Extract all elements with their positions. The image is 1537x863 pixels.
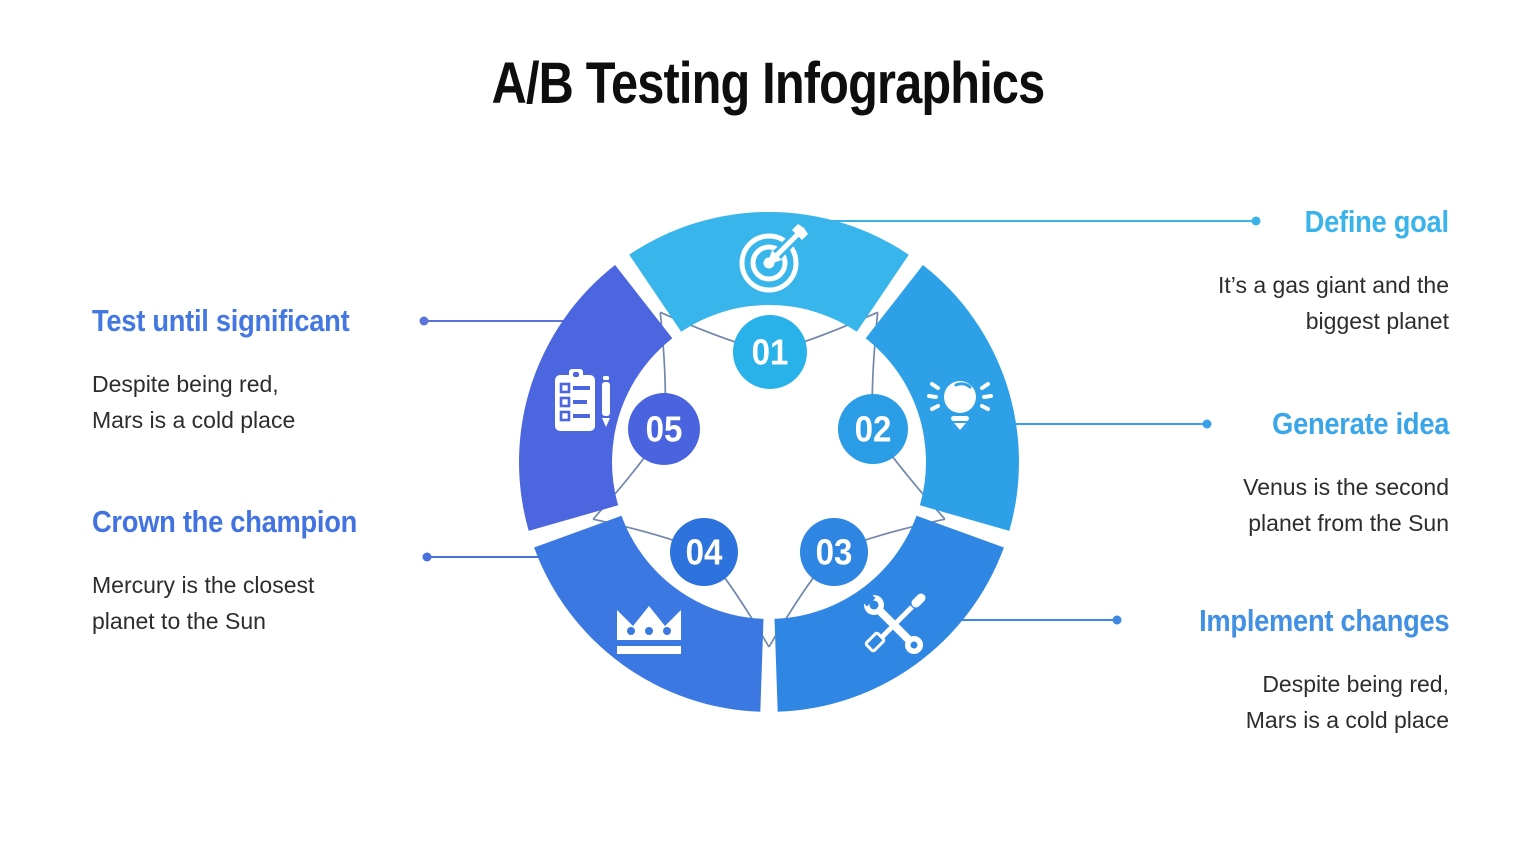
description-line: Mercury is the closest bbox=[92, 572, 315, 598]
connector-dot bbox=[422, 552, 432, 562]
page-title: A/B Testing Infographics bbox=[0, 50, 1537, 117]
connector-define-goal bbox=[780, 216, 1261, 226]
connector-dot bbox=[1202, 419, 1212, 429]
page-title-text: A/B Testing Infographics bbox=[492, 51, 1046, 116]
step-label-test-until-significant: Test until significant bbox=[92, 303, 492, 339]
segment-02-generate-idea bbox=[865, 265, 1019, 531]
step-label-generate-idea: Generate idea bbox=[1049, 406, 1449, 442]
connector-implement-changes bbox=[940, 615, 1122, 625]
step-description-define-goal: It’s a gas giant and the biggest planet bbox=[1049, 267, 1449, 339]
segment-05-test-until-significant bbox=[519, 265, 673, 531]
step-block-generate-idea: Generate idea Venus is the second planet… bbox=[1049, 406, 1449, 541]
step-badge-02-number: 02 bbox=[855, 410, 892, 450]
crown-icon bbox=[617, 606, 681, 654]
step-block-test-until-significant: Test until significant Despite being red… bbox=[92, 303, 492, 438]
step-label-define-goal: Define goal bbox=[1049, 204, 1449, 240]
description-line: Mars is a cold place bbox=[1245, 707, 1449, 733]
step-block-implement-changes: Implement changes Despite being red, Mar… bbox=[1049, 603, 1449, 738]
step-badge-04 bbox=[670, 518, 738, 586]
step-block-define-goal: Define goal It’s a gas giant and the big… bbox=[1049, 204, 1449, 339]
segment-03-implement-changes bbox=[774, 515, 1004, 712]
lightbulb-icon bbox=[927, 381, 993, 430]
step-label-crown-the-champion: Crown the champion bbox=[92, 504, 492, 540]
step-description-crown-the-champion: Mercury is the closest planet to the Sun bbox=[92, 567, 492, 639]
step-badge-01 bbox=[733, 315, 807, 389]
step-description-test-until-significant: Despite being red, Mars is a cold place bbox=[92, 366, 492, 438]
step-badge-05-number: 05 bbox=[646, 410, 683, 450]
connector-generate-idea bbox=[990, 419, 1212, 429]
step-description-implement-changes: Despite being red, Mars is a cold place bbox=[1049, 666, 1449, 738]
target-icon bbox=[739, 224, 808, 293]
step-badge-03 bbox=[800, 518, 868, 586]
step-label-text: Crown the champion bbox=[92, 504, 358, 539]
description-line: Venus is the second bbox=[1243, 474, 1449, 500]
step-description-generate-idea: Venus is the second planet from the Sun bbox=[1049, 469, 1449, 541]
description-line: Mars is a cold place bbox=[92, 407, 296, 433]
wheel-group: 01 02 03 04 05 bbox=[519, 211, 1019, 712]
step-badge-05 bbox=[628, 393, 700, 465]
tools-icon bbox=[858, 589, 926, 654]
step-label-text: Generate idea bbox=[1271, 406, 1449, 441]
description-line: Despite being red, bbox=[1262, 671, 1449, 697]
step-badge-02 bbox=[838, 394, 908, 464]
step-block-crown-the-champion: Crown the champion Mercury is the closes… bbox=[92, 504, 492, 639]
connector-dot bbox=[419, 316, 429, 326]
clipboard-icon bbox=[555, 369, 610, 431]
step-label-text: Implement changes bbox=[1198, 603, 1449, 638]
step-label-text: Test until significant bbox=[92, 303, 350, 338]
description-line: Despite being red, bbox=[92, 371, 279, 397]
description-line: planet from the Sun bbox=[1248, 510, 1449, 536]
connector-dot bbox=[1251, 216, 1261, 226]
connector-test-until-significant bbox=[419, 316, 590, 326]
segment-01-define-goal bbox=[629, 211, 909, 332]
step-label-implement-changes: Implement changes bbox=[1049, 603, 1449, 639]
step-badge-03-number: 03 bbox=[816, 533, 853, 573]
description-line: planet to the Sun bbox=[92, 608, 266, 634]
step-badges: 01 02 03 04 05 bbox=[628, 315, 908, 586]
step-badge-01-number: 01 bbox=[752, 333, 789, 373]
description-line: biggest planet bbox=[1305, 308, 1449, 334]
step-label-text: Define goal bbox=[1304, 204, 1449, 239]
step-badge-04-number: 04 bbox=[686, 533, 724, 573]
description-line: It’s a gas giant and the bbox=[1217, 272, 1449, 298]
connector-dot bbox=[1112, 615, 1122, 625]
